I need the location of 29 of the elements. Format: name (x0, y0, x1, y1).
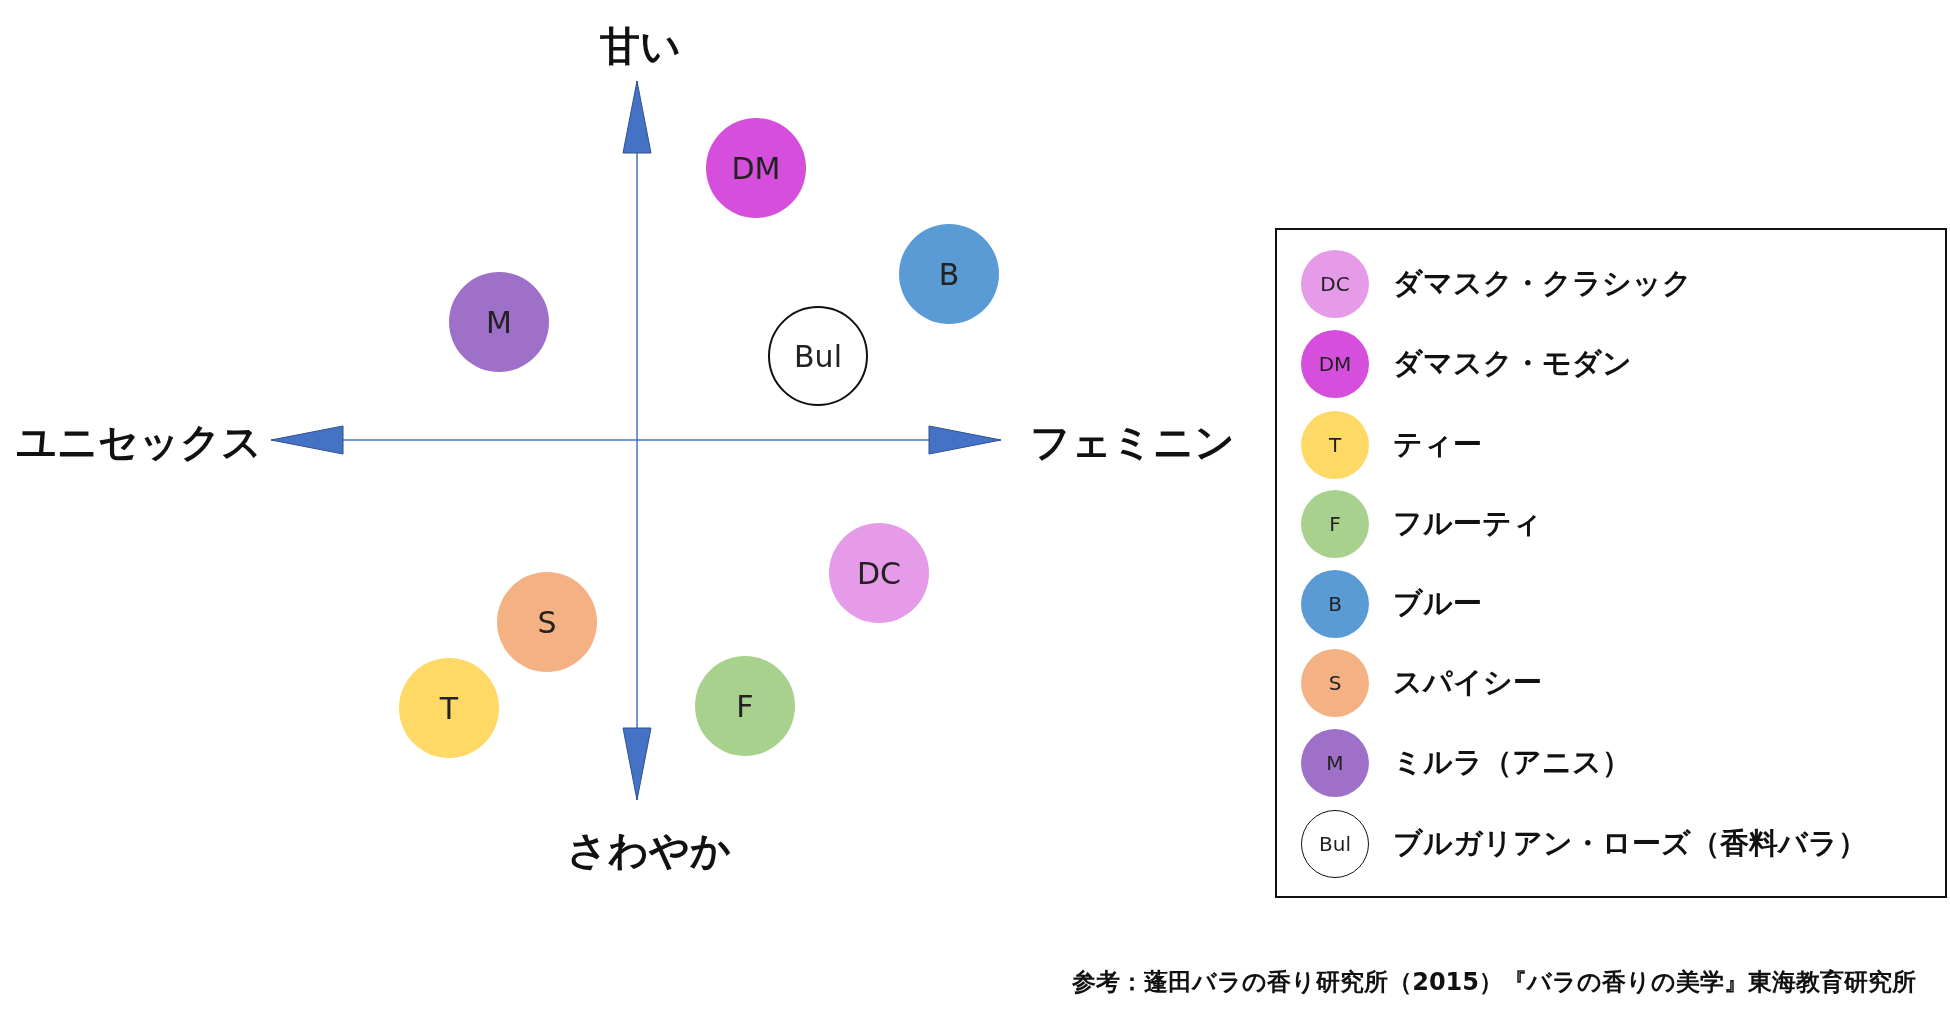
legend-label: フルーティ (1393, 505, 1542, 542)
legend-swatch: F (1301, 490, 1369, 558)
axis-label: ユニセックス (16, 417, 262, 467)
circle-label: DC (856, 555, 902, 591)
legend-label: ミルラ（アニス） (1393, 744, 1631, 781)
circle-label: S (537, 604, 557, 640)
legend-swatch: Bul (1301, 810, 1369, 878)
circle-label: F (736, 688, 754, 724)
legend-label: ダマスク・クラシック (1393, 265, 1692, 302)
axis-label: 甘い (599, 21, 681, 71)
legend-swatch: DM (1301, 330, 1369, 398)
legend-swatch: S (1301, 649, 1369, 717)
circle-label: M (486, 304, 512, 340)
circle-label: B (938, 256, 960, 292)
circle-label: DM (731, 150, 781, 186)
legend-swatch: B (1301, 570, 1369, 638)
source-note: 参考：蓬田バラの香り研究所（2015）『バラの香りの美学』東海教育研究所 (1072, 967, 1916, 998)
legend-swatch: M (1301, 729, 1369, 797)
circle-label: Bul (794, 338, 842, 374)
legend-label: ダマスク・モダン (1393, 345, 1632, 382)
legend-swatch: T (1301, 411, 1369, 479)
legend-label: ブルガリアン・ローズ（香料バラ） (1393, 825, 1867, 862)
legend-label: スパイシー (1393, 664, 1542, 701)
circle-label: T (439, 690, 459, 726)
axis-label: さわやか (567, 825, 731, 875)
legend-label: ティー (1393, 426, 1482, 463)
legend-label: ブルー (1393, 585, 1482, 622)
legend-swatch: DC (1301, 250, 1369, 318)
axis-label: フェミニン (1029, 417, 1235, 467)
